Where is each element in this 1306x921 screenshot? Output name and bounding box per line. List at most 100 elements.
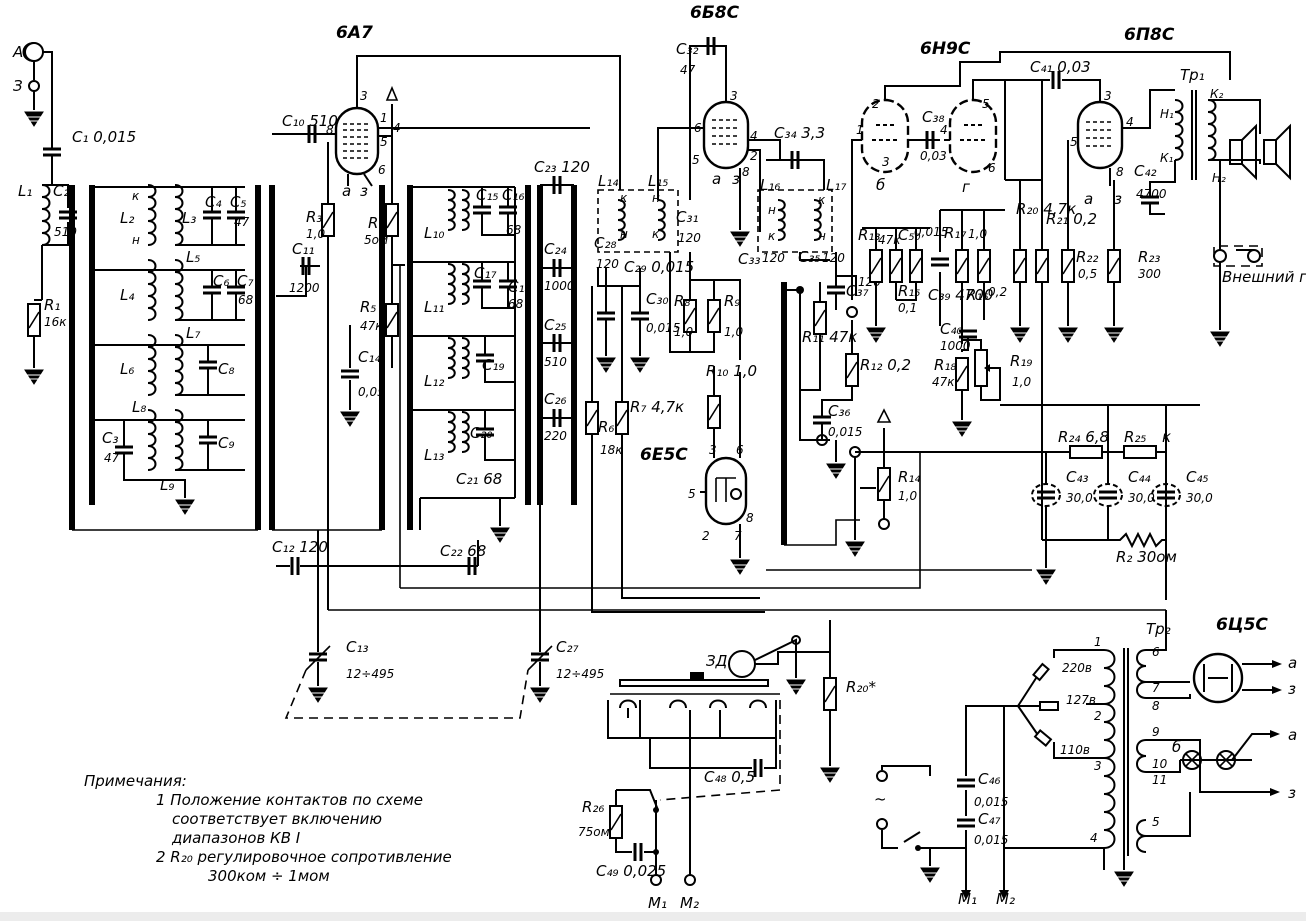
pin-8e: 8 bbox=[1116, 165, 1124, 179]
c49-label: C₄₉ 0,025 bbox=[596, 862, 666, 880]
pin-6b: 6 bbox=[694, 121, 702, 135]
note-2-line-2: 300ком ÷ 1мом bbox=[208, 867, 330, 885]
out-b-label: б bbox=[1172, 738, 1181, 756]
l2-k-tap: к bbox=[132, 189, 140, 203]
c35-value: 120 bbox=[822, 251, 845, 265]
detector-loads bbox=[669, 252, 741, 360]
l17-n-tap: н bbox=[818, 229, 826, 243]
c35-label: C₃₅ bbox=[798, 248, 821, 266]
r5-label: R₅ bbox=[360, 298, 376, 316]
c45-value: 30,0 bbox=[1186, 491, 1213, 505]
pin-6c: 6 bbox=[736, 443, 744, 457]
pin-4b: 4 bbox=[750, 129, 758, 143]
l14-k-tap: к bbox=[620, 191, 628, 205]
pin-4d: 4 bbox=[940, 123, 948, 137]
tube2-z-label: з bbox=[732, 170, 740, 188]
r3-label: R₃ bbox=[306, 208, 322, 226]
power-transformer bbox=[876, 610, 1282, 887]
v110-label: 110в bbox=[1060, 743, 1090, 757]
c11-value: 1200 bbox=[289, 281, 320, 295]
out-z-label: з bbox=[1288, 680, 1296, 698]
tube3-b-label: б bbox=[876, 176, 885, 194]
bottom-strip bbox=[0, 912, 1306, 921]
if-transformer-2 bbox=[757, 149, 857, 310]
c28-value: 120 bbox=[596, 257, 619, 271]
l16-k-tap: к bbox=[768, 229, 776, 243]
r19-label: R₁₉ bbox=[1010, 352, 1032, 370]
tube3-g-label: г bbox=[962, 178, 970, 196]
c50-label: C₅₀ bbox=[898, 226, 921, 244]
r3-value: 1,0 bbox=[306, 227, 325, 241]
ground-label: З bbox=[13, 77, 23, 95]
out-a-label: а bbox=[1288, 654, 1297, 672]
c34-label: C₃₄ 3,3 bbox=[774, 124, 825, 142]
m1-label: M₁ bbox=[648, 894, 667, 912]
l5-label: L₅ bbox=[186, 248, 200, 266]
r24-label: R₂₄ 6,8 bbox=[1058, 428, 1109, 446]
c31-value: 120 bbox=[678, 231, 701, 245]
tp2-label: Тр₂ bbox=[1146, 620, 1171, 638]
l15-n-tap: н bbox=[652, 191, 660, 205]
r19-value: 1,0 bbox=[1012, 375, 1031, 389]
r4-value: 5ом bbox=[364, 233, 388, 247]
r23-value: 300 bbox=[1138, 267, 1161, 281]
r13-value: 47к bbox=[878, 233, 901, 247]
c3-label: C₃ bbox=[102, 429, 119, 447]
r9-label: R₉ bbox=[724, 292, 740, 310]
tube-6e5s-label: 6Е5С bbox=[640, 445, 688, 465]
l2-n-tap: н bbox=[132, 233, 140, 247]
c7-value: 68 bbox=[238, 293, 254, 307]
l8-label: L₈ bbox=[132, 398, 146, 416]
r22-value: 0,5 bbox=[1078, 267, 1097, 281]
note-1-line-2: соответствует включению bbox=[172, 810, 382, 828]
r23-label: R₂₃ bbox=[1138, 248, 1160, 266]
pin-4e: 4 bbox=[1126, 115, 1134, 129]
oscillator-coil-block bbox=[410, 186, 519, 543]
l14-n-tap: н bbox=[620, 227, 628, 241]
pin-6d: 6 bbox=[988, 161, 996, 175]
antenna-label: А bbox=[12, 43, 23, 61]
r4-label: R₄ bbox=[368, 214, 384, 232]
pin-6: 6 bbox=[378, 163, 386, 177]
r25-label: R₂₅ bbox=[1124, 428, 1146, 446]
c29-label: C₂₉ 0,015 bbox=[624, 258, 694, 276]
r5-value: 47к bbox=[360, 319, 383, 333]
c9-label: C₉ bbox=[218, 434, 235, 452]
c47-label: C₄₇ bbox=[978, 810, 1001, 828]
c19-label: C₁₉ bbox=[482, 356, 505, 374]
pin-5d: 5 bbox=[982, 97, 990, 111]
m2-label: M₂ bbox=[680, 894, 699, 912]
r17-value: 1,0 bbox=[968, 227, 987, 241]
c33-value: 120 bbox=[762, 251, 785, 265]
m2b-label: M₂ bbox=[996, 890, 1015, 908]
r6-value: 18к bbox=[600, 443, 623, 457]
r2-label: R₂ 30ом bbox=[1116, 548, 1177, 566]
rf-coil-block bbox=[92, 184, 247, 515]
r18-label: R₁₈ bbox=[934, 356, 956, 374]
l12-label: L₁₂ bbox=[424, 372, 444, 390]
tube-6p8s-label: 6П8С bbox=[1124, 25, 1175, 45]
r20-label: R₂₀ 4,7к bbox=[1016, 200, 1076, 218]
l7-label: L₇ bbox=[186, 324, 200, 342]
c32-value: 47 bbox=[680, 63, 696, 77]
r9-value: 1,0 bbox=[724, 325, 743, 339]
pin-2c: 2 bbox=[702, 529, 710, 543]
c24-label: C₂₄ bbox=[544, 240, 567, 258]
tube-6n9s bbox=[851, 51, 1231, 300]
tube1-a-label: а bbox=[342, 182, 351, 200]
c43-label: C₄₃ bbox=[1066, 468, 1089, 486]
c47-value: 0,015 bbox=[974, 833, 1008, 847]
r7-label: R₇ 4,7к bbox=[630, 398, 684, 416]
c36-value: 0,015 bbox=[828, 425, 862, 439]
c23-label: C₂₃ 120 bbox=[534, 158, 590, 176]
c27-value: 12÷495 bbox=[556, 667, 604, 681]
tube-6a7 bbox=[272, 55, 621, 190]
tap-2: 2 bbox=[1094, 709, 1102, 723]
if-coupling-caps bbox=[540, 174, 574, 429]
l3-label: L₃ bbox=[182, 209, 196, 227]
pin-8b: 8 bbox=[742, 165, 750, 179]
c40-label: C₄₀ bbox=[940, 320, 963, 338]
pin-2b: 2 bbox=[750, 149, 758, 163]
note-2-line-1: 2 R₂₀ регулировочное сопротивление bbox=[156, 848, 452, 866]
pin-3: 3 bbox=[360, 89, 368, 103]
